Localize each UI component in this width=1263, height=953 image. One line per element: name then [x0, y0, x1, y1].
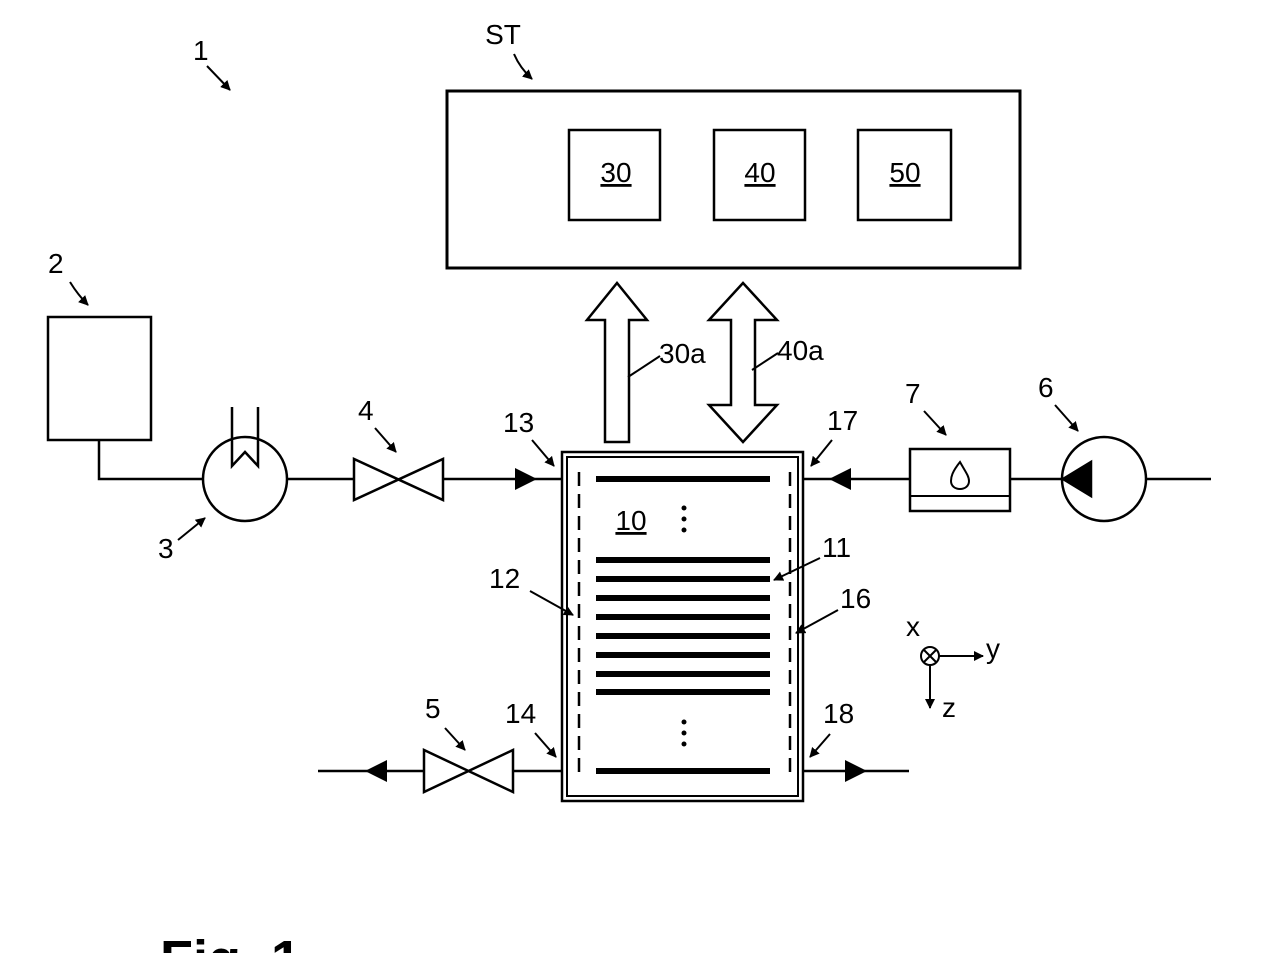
cathode-outlet-leader	[810, 734, 830, 757]
x-axis-label: x	[906, 611, 920, 642]
recirculation-pump-label: 3	[158, 533, 174, 564]
z-axis-label: z	[942, 692, 956, 723]
control-unit: 30 40 50	[447, 91, 1020, 268]
control-unit-label: ST	[485, 19, 521, 50]
humidifier	[910, 449, 1010, 511]
signal-arrow-30a	[587, 283, 647, 442]
signal-arrow-30a-leader	[628, 356, 660, 377]
system-label: 1	[193, 35, 209, 66]
cathode-outlet-flow-arrow	[845, 760, 867, 782]
fuel-cell-stack: 10	[562, 452, 803, 801]
hydrogen-tank	[48, 317, 151, 440]
anode-inlet-leader	[532, 440, 554, 466]
inlet-valve	[354, 459, 443, 500]
signal-arrow-40a-label: 40a	[777, 335, 824, 366]
humidifier-leader	[924, 411, 946, 435]
outlet-valve-label: 5	[425, 693, 441, 724]
cells-label: 11	[822, 532, 851, 563]
tank-leader-arrow	[70, 282, 88, 305]
signal-arrow-40a	[709, 283, 777, 442]
stack-outer-frame	[562, 452, 803, 801]
figure-caption: Fig. 1	[160, 930, 301, 953]
humidifier-label: 7	[905, 378, 921, 409]
inlet-valve-label: 4	[358, 395, 374, 426]
signal-arrow-30a-label: 30a	[659, 338, 706, 369]
anode-manifold-label: 12	[489, 563, 520, 594]
stack-label: 10	[615, 505, 646, 536]
anode-outlet-leader	[535, 733, 556, 757]
ellipsis-dots-lower	[682, 720, 687, 747]
module-50-label: 50	[889, 157, 920, 188]
cathode-outlet-label: 18	[823, 698, 854, 729]
recirculation-pump	[203, 437, 287, 521]
anode-supply-pipe	[99, 440, 203, 479]
recirculation-pump-leader	[178, 518, 205, 540]
outlet-valve-leader	[445, 728, 465, 750]
outlet-valve	[424, 750, 513, 792]
anode-outlet-label: 14	[505, 698, 536, 729]
control-unit-leader-arrow	[514, 54, 532, 79]
anode-inlet-label: 13	[503, 407, 534, 438]
tank-label: 2	[48, 248, 64, 279]
control-unit-box	[447, 91, 1020, 268]
coordinate-axes: x y z	[906, 611, 1000, 723]
air-compressor-label: 6	[1038, 372, 1054, 403]
anode-outlet-flow-arrow	[365, 760, 387, 782]
inlet-valve-leader	[375, 428, 396, 452]
cathode-inlet-flow-arrow	[829, 468, 851, 490]
cathode-manifold-label: 16	[840, 583, 871, 614]
anode-inlet-flow-arrow	[515, 468, 537, 490]
cathode-inlet-leader	[811, 440, 832, 466]
module-40-label: 40	[744, 157, 775, 188]
air-compressor-leader	[1055, 405, 1078, 431]
y-axis-label: y	[986, 633, 1000, 664]
module-30-label: 30	[600, 157, 631, 188]
system-leader-arrow	[207, 66, 230, 90]
cathode-inlet-label: 17	[827, 405, 858, 436]
ellipsis-dots-upper	[682, 506, 687, 533]
